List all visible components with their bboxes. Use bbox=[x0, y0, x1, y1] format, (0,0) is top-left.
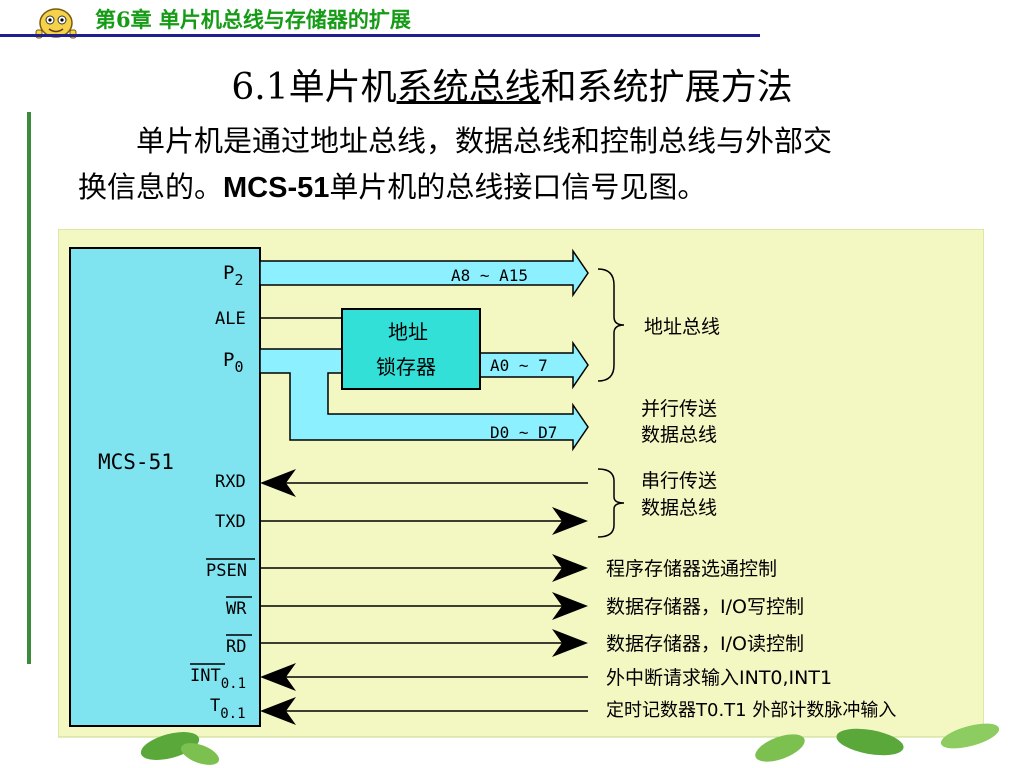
chapter-header: 第6章 单片机总线与存储器的扩展 bbox=[95, 7, 411, 32]
address-latch bbox=[341, 308, 481, 390]
pin-p0: P0 bbox=[223, 349, 243, 376]
bus-a0-a7: A0 ~ 7 bbox=[490, 356, 548, 375]
title-prefix: 6.1单片机 bbox=[231, 67, 397, 108]
label-parallel-1: 并行传送 bbox=[641, 398, 717, 420]
bus-d0-d7: D0 ~ D7 bbox=[490, 423, 557, 442]
paragraph-line2a: 换信息的。 bbox=[78, 170, 224, 204]
paragraph-line1: 单片机是通过地址总线，数据总线和控制总线与外部交 bbox=[136, 124, 833, 158]
leaf-decoration-right-icon bbox=[755, 723, 1000, 762]
pin-psen: PSEN bbox=[206, 561, 247, 581]
address-bus-brace bbox=[597, 268, 625, 382]
p0-bus bbox=[259, 348, 589, 452]
title-underlined: 系统总线 bbox=[396, 67, 541, 108]
chip-label: MCS-51 bbox=[98, 450, 174, 474]
pin-t: T0.1 bbox=[210, 696, 246, 722]
pin-wr: WR bbox=[226, 599, 247, 619]
leaf-decoration-left-icon bbox=[140, 732, 220, 765]
pin-rd: RD bbox=[226, 637, 246, 657]
pin-int: INT0.1 bbox=[190, 666, 246, 692]
psen-arrow bbox=[552, 554, 588, 582]
paragraph-bold: MCS-51 bbox=[223, 172, 330, 204]
p2-bus-arrow bbox=[259, 248, 589, 298]
label-t-desc: 定时记数器T0.T1 外部计数脉冲输入 bbox=[606, 700, 896, 721]
label-address-bus: 地址总线 bbox=[644, 316, 720, 338]
bus-a8-a15: A8 ~ A15 bbox=[451, 266, 528, 285]
serial-bus-brace bbox=[597, 468, 625, 538]
label-int-desc: 外中断请求输入INT0,INT1 bbox=[606, 667, 832, 689]
title-suffix: 和系统扩展方法 bbox=[540, 67, 793, 108]
latch-line2: 锁存器 bbox=[376, 355, 436, 379]
header-divider bbox=[0, 34, 760, 37]
txd-arrow bbox=[552, 507, 588, 535]
latch-line1: 地址 bbox=[388, 320, 428, 344]
pin-rxd: RXD bbox=[215, 472, 246, 492]
int-arrow bbox=[260, 663, 296, 691]
chip-block bbox=[69, 247, 261, 727]
label-psen-desc: 程序存储器选通控制 bbox=[606, 558, 777, 580]
rd-arrow bbox=[552, 629, 588, 657]
body-paragraph: 单片机是通过地址总线，数据总线和控制总线与外部交 换信息的。MCS-51单片机的… bbox=[78, 118, 978, 211]
pin-ale: ALE bbox=[215, 309, 246, 329]
wr-arrow bbox=[552, 592, 588, 620]
label-rd-desc: 数据存储器，I/O读控制 bbox=[606, 633, 804, 655]
label-wr-desc: 数据存储器，I/O写控制 bbox=[606, 596, 804, 618]
bus-interface-diagram: MCS-51 P2 ALE P0 RXD TXD PSEN WR RD INT0… bbox=[58, 229, 984, 738]
label-parallel-2: 数据总线 bbox=[641, 424, 717, 446]
pin-p2: P2 bbox=[223, 262, 243, 289]
slide-title: 6.1单片机系统总线和系统扩展方法 bbox=[0, 58, 1024, 110]
pin-txd: TXD bbox=[215, 512, 246, 532]
paragraph-line2b: 单片机的总线接口信号见图。 bbox=[329, 170, 707, 204]
t-arrow bbox=[260, 697, 296, 725]
a0-a7-arrow bbox=[479, 340, 589, 390]
left-accent-bar bbox=[27, 112, 31, 664]
label-serial-1: 串行传送 bbox=[641, 470, 717, 492]
rxd-arrow bbox=[260, 469, 296, 497]
label-serial-2: 数据总线 bbox=[641, 497, 717, 519]
